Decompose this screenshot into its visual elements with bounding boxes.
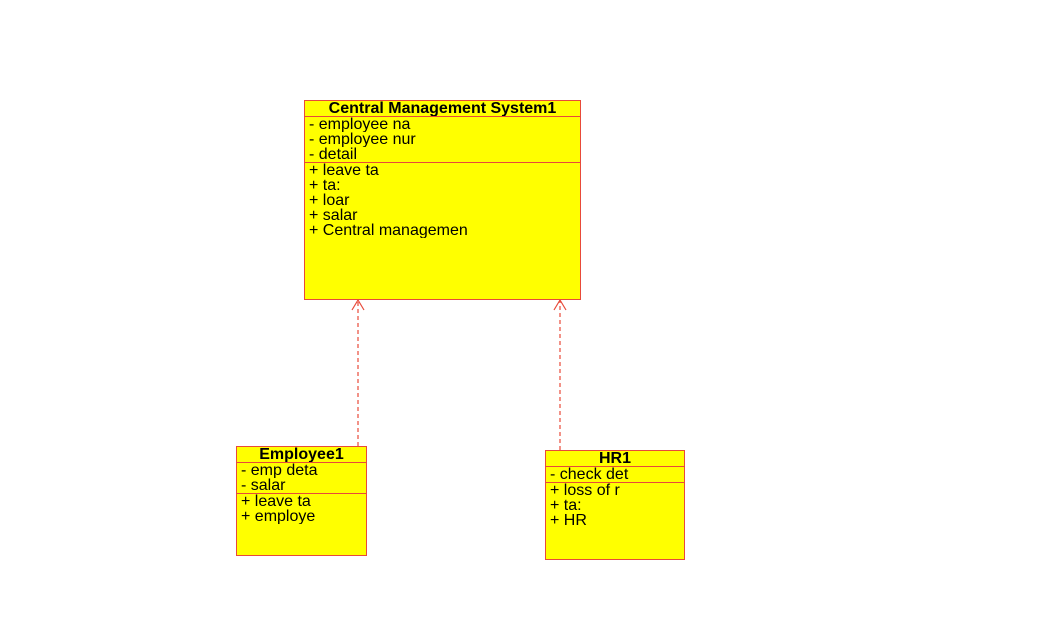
operation: + leave ta [241, 494, 311, 509]
operation: + loss of r [550, 483, 620, 498]
operation: + ta: [550, 498, 582, 513]
class-employee[interactable]: Employee1 - emp deta - salar + leave ta … [236, 446, 367, 556]
operation: + leave ta [309, 163, 379, 178]
operations-section: + loss of r + ta: + HR [546, 483, 684, 528]
attribute: - emp deta [241, 463, 318, 478]
class-central-management-system[interactable]: Central Management System1 - employee na… [304, 100, 581, 300]
operation: + HR [550, 513, 587, 528]
class-name: HR1 [546, 451, 684, 467]
operation: + Central managemen [309, 223, 468, 238]
attributes-section: - employee na - employee nur - detail [305, 117, 580, 163]
attributes-section: - check det [546, 467, 684, 483]
operations-section: + leave ta + ta: + loar + salar + Centra… [305, 163, 580, 238]
attribute: - employee na [309, 117, 411, 132]
operation: + employe [241, 509, 316, 524]
operations-section: + leave ta + employe [237, 494, 366, 524]
dependency-hr-to-cms[interactable] [553, 298, 567, 450]
attribute: - salar [241, 478, 286, 493]
operation: + loar [309, 193, 350, 208]
operation: + ta: [309, 178, 341, 193]
open-arrowhead-icon [351, 298, 365, 311]
attributes-section: - emp deta - salar [237, 463, 366, 494]
operation: + salar [309, 208, 358, 223]
attribute: - check det [550, 467, 629, 482]
class-name: Employee1 [237, 447, 366, 463]
dependency-employee-to-cms[interactable] [351, 298, 365, 446]
class-name: Central Management System1 [305, 101, 580, 117]
attribute: - detail [309, 147, 358, 162]
open-arrowhead-icon [553, 298, 567, 311]
attribute: - employee nur [309, 132, 416, 147]
class-hr[interactable]: HR1 - check det + loss of r + ta: + HR [545, 450, 685, 560]
